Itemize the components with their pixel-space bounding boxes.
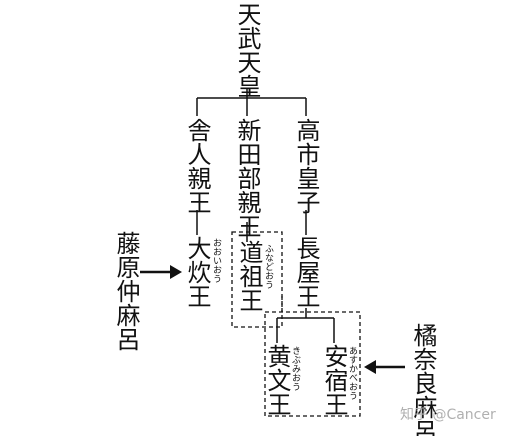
name-nakamaro: 藤原仲麻呂 [112,231,140,351]
ruby-asukabe: あすかべおう [347,346,357,400]
ruby-funado: ふなどおう [263,244,273,289]
name-asukabe: 安宿王 [320,344,348,416]
name-takechi: 高市皇子 [292,118,320,214]
dashed-box-children [264,311,361,417]
watermark: 知乎 @Cancer [400,407,496,423]
dashed-box-funado [231,231,283,328]
name-nagaya: 長屋王 [292,236,320,308]
ruby-oi: おおいおう [211,238,221,283]
arrow-nakamaro-head [170,265,182,279]
name-niitabe: 新田部親王 [233,118,261,238]
name-naramaro: 橘奈良麻呂 [409,323,437,436]
name-toneri: 舎人親王 [183,118,211,214]
name-kibumi: 黄文王 [263,344,291,416]
ruby-kibumi: きぶみおう [290,346,300,391]
name-funado: 道祖王 [235,240,263,312]
arrow-naramaro-head [364,360,376,374]
name-oi: 大炊王 [183,236,211,308]
name-tenmu: 天武天皇 [233,2,261,98]
